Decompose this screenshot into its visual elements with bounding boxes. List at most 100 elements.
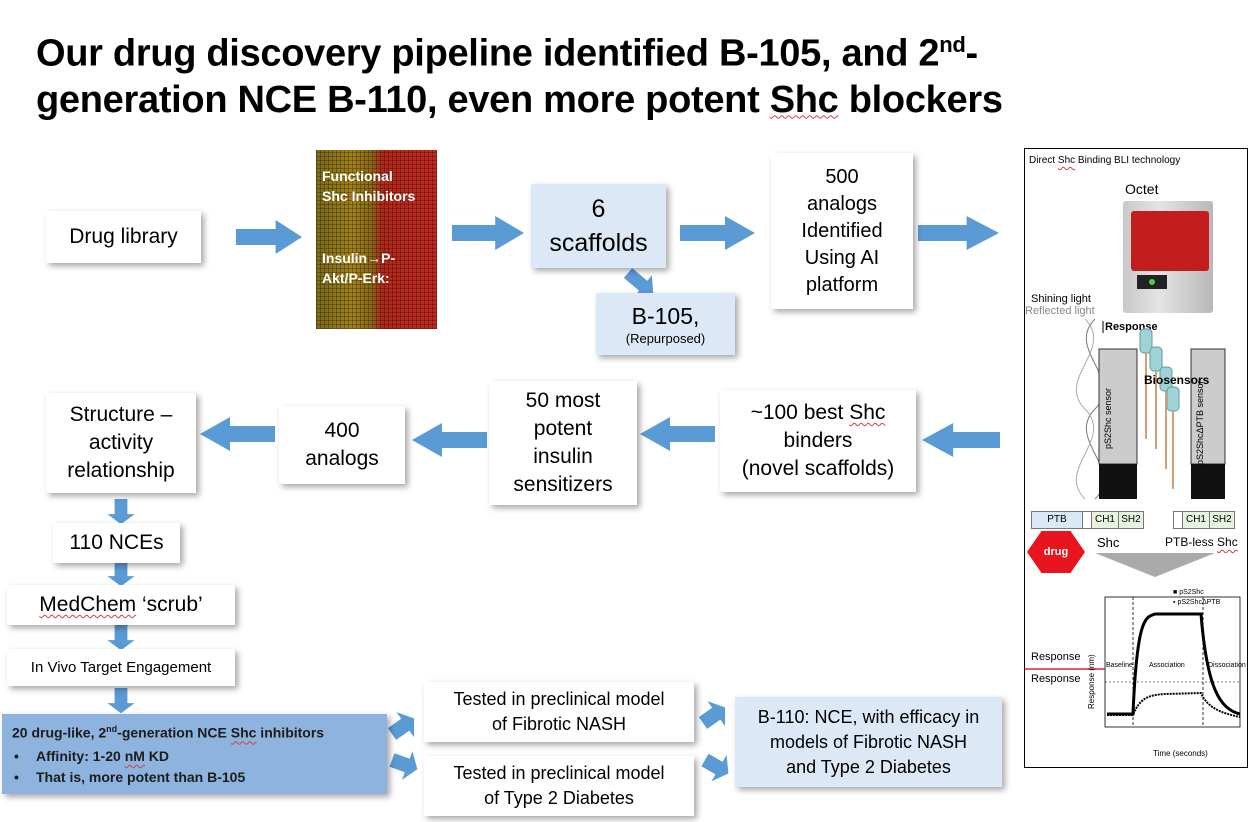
bli-header: Direct Shc Binding BLI technology	[1029, 155, 1180, 166]
arrow-invivo-to-inhib	[107, 688, 135, 714]
box-line: 500	[825, 165, 859, 188]
funnel-arrow	[1095, 553, 1215, 577]
box-text: -generation NCE	[117, 724, 231, 741]
arrow-medchem-to-invivo	[107, 625, 135, 651]
arrow-potent-to-400	[412, 423, 487, 457]
box-line: binders	[783, 429, 853, 452]
screen-line: Akt/P-Erk:	[322, 270, 390, 286]
bli-panel: Direct Shc Binding BLI technology Octet …	[1024, 148, 1248, 768]
screen-image: Functional Shc Inhibitors Insulin→P- Akt…	[316, 150, 437, 329]
box-text: That is, more potent than B-105	[36, 769, 246, 785]
biosensors-label: Biosensors	[1144, 373, 1210, 387]
bli-text: PTB-less	[1165, 535, 1218, 549]
arrow-scaffolds-to-500	[680, 216, 755, 250]
bli-optics-graphic	[1075, 318, 1226, 500]
arrow-panel-to-best	[922, 423, 1000, 457]
box-line: platform	[805, 273, 879, 296]
domain-sh2: SH2	[1209, 511, 1235, 529]
box-line: analogs	[806, 192, 878, 215]
box-line: models of Fibrotic NASH	[769, 731, 968, 752]
box-text: nM	[124, 748, 145, 764]
box-text: ‘scrub’	[136, 593, 203, 616]
sar-box: Structure – activity relationship	[46, 393, 196, 493]
legend-text: pS2Shc	[1179, 589, 1204, 596]
arrow-sar-to-nces	[107, 499, 135, 525]
box-line: Identified	[801, 219, 883, 242]
domain-ch1: CH1	[1091, 511, 1119, 529]
box-line: and Type 2 Diabetes	[786, 756, 951, 777]
invivo-box: In Vivo Target Engagement	[7, 649, 235, 686]
arrow-t2d-to-b110	[701, 753, 729, 782]
box-text: ~100 best	[750, 401, 850, 424]
box-line: (novel scaffolds)	[741, 457, 895, 480]
screen-line: Shc Inhibitors	[322, 188, 416, 204]
legend-2: ▪ pS2ShcΔPTB	[1173, 599, 1221, 606]
domain-ptb: PTB	[1031, 511, 1083, 529]
box-line: B-110: NCE, with efficacy in	[757, 706, 980, 727]
potent-sensitizers-box: 50 most potent insulin sensitizers	[489, 381, 637, 505]
title-sup: nd	[939, 32, 966, 57]
box-text: KD	[144, 748, 170, 764]
arrow-inhib-to-t2d	[389, 751, 418, 780]
box-text: 20 drug-like, 2	[12, 724, 107, 741]
medchem-label: MedChem ‘scrub’	[39, 591, 202, 619]
sensorgram-plot	[1025, 596, 1241, 728]
response-1-label: Response	[1031, 651, 1081, 663]
screen-line: Insulin→P-	[322, 250, 396, 266]
drug-library-box: Drug library	[46, 211, 201, 263]
legend-text: pS2ShcΔPTB	[1177, 599, 1221, 606]
box-line: 50 most	[525, 389, 601, 412]
arrow-inhib-to-nash	[387, 712, 415, 740]
nash-test-box: Tested in preclinical model of Fibrotic …	[424, 682, 694, 742]
box-line: Tested in preclinical model	[453, 689, 665, 709]
bli-text: Shc	[1057, 155, 1076, 166]
ptbless-label: PTB-less Shc	[1165, 535, 1238, 549]
box-text: inhibitors	[256, 724, 325, 741]
box-text: nd	[106, 724, 118, 734]
arrow-500-to-panel	[918, 216, 999, 250]
phase-dissociation: Dissociation	[1208, 662, 1246, 669]
nces-box: 110 NCEs	[53, 523, 180, 563]
bli-text: Direct	[1029, 155, 1058, 166]
bli-text: Binding BLI technology	[1075, 155, 1181, 166]
domain-ch1: CH1	[1182, 511, 1210, 529]
title-shc: Shc	[769, 78, 839, 121]
box-text: MedChem	[39, 593, 137, 616]
domain-sh2: SH2	[1118, 511, 1144, 529]
scaffolds-count: 6	[591, 195, 606, 223]
t2d-test-box: Tested in preclinical model of Type 2 Di…	[424, 756, 694, 816]
box-text: Shc	[230, 724, 257, 741]
inhibitors-box: 20 drug-like, 2nd-generation NCE Shc inh…	[2, 714, 387, 794]
reflected-light-label: Reflected light	[1025, 305, 1095, 317]
analogs-400-box: 400 analogs	[279, 406, 405, 484]
best-binders-box: ~100 best Shc binders (novel scaffolds)	[720, 390, 916, 492]
box-line: Structure –	[69, 403, 173, 426]
medchem-box: MedChem ‘scrub’	[7, 585, 235, 625]
box-line: of Fibrotic NASH	[491, 714, 627, 734]
phase-baseline: Baseline	[1106, 662, 1133, 669]
inhibitors-bullet-1: •Affinity: 1-20 nM KD	[14, 748, 170, 764]
title-text: generation NCE B-110, even more potent	[36, 78, 770, 121]
screen-line: Functional	[322, 168, 393, 184]
box-line: potent	[533, 417, 593, 440]
sensor2-label: pS2ShcΔPTB sensor	[1195, 380, 1205, 465]
b105-sublabel: (Repurposed)	[625, 331, 706, 346]
response-2-label: Response	[1031, 673, 1081, 685]
inhibitors-bullet-2: •That is, more potent than B-105	[14, 769, 246, 785]
arrow-best-to-potent	[640, 417, 715, 451]
drug-label: drug	[1043, 546, 1069, 558]
inhibitors-title: 20 drug-like, 2nd-generation NCE Shc inh…	[12, 724, 324, 741]
box-line: activity	[88, 431, 154, 454]
bli-text: Shc	[1217, 535, 1238, 549]
box-line: sensitizers	[513, 473, 613, 496]
box-line: 400	[324, 419, 360, 442]
x-axis-label: Time (seconds)	[1153, 749, 1208, 758]
title-text: blockers	[838, 78, 1003, 121]
title-text: Our drug discovery pipeline identified B…	[36, 32, 940, 75]
box-text: Shc	[849, 401, 886, 424]
arrow-nash-to-b110	[698, 701, 726, 729]
scaffolds-box: 6 scaffolds	[531, 184, 666, 268]
shc-label: Shc	[1097, 535, 1120, 550]
box-line: relationship	[67, 459, 175, 482]
box-line: of Type 2 Diabetes	[484, 788, 634, 808]
